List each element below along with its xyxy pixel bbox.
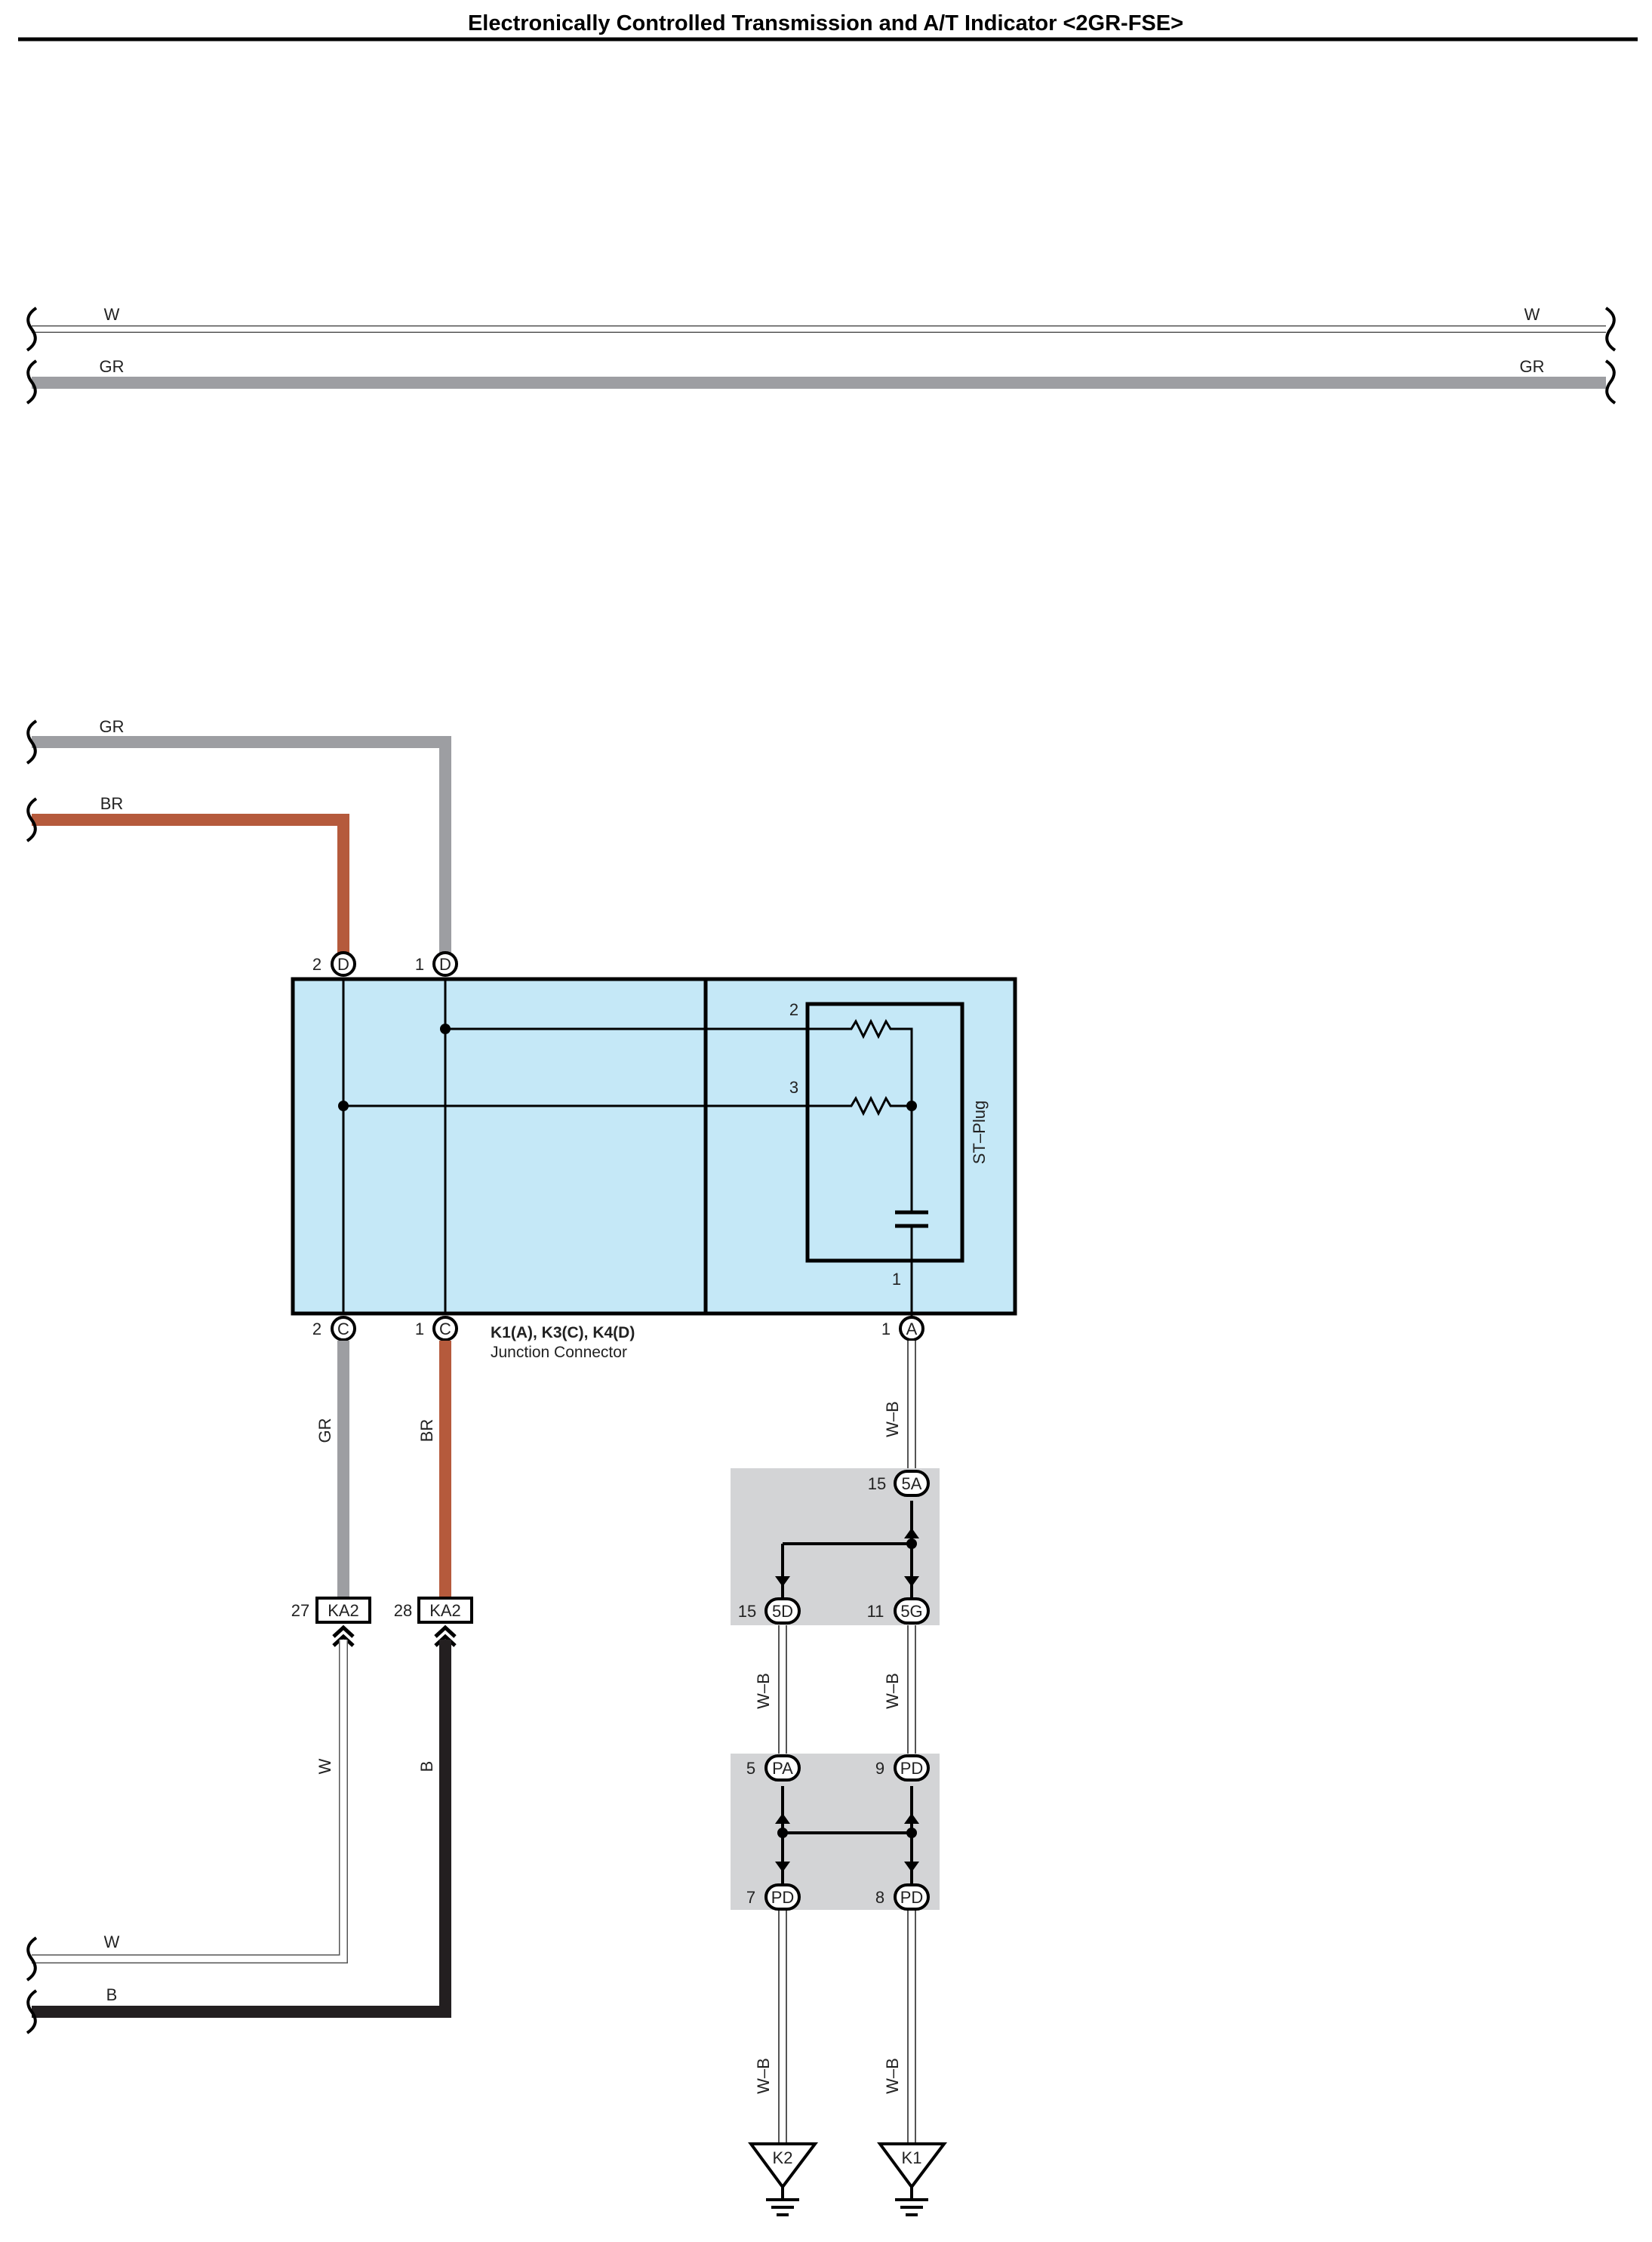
connector-pd-8: PD 8: [875, 1883, 930, 1911]
svg-text:15: 15: [868, 1474, 886, 1493]
connector-ka2-27: KA2 27: [291, 1597, 371, 1647]
svg-text:C: C: [337, 1320, 349, 1338]
junction-connector-name: K1(A), K3(C), K4(D): [491, 1324, 635, 1341]
svg-text:5G: 5G: [900, 1602, 922, 1621]
svg-text:A: A: [906, 1320, 918, 1338]
continuation-mark-b-lower: [26, 1989, 38, 2034]
junction-pin-1c: C 1: [415, 1316, 458, 1341]
wire-label-top-w-left: W: [104, 305, 120, 324]
svg-text:5: 5: [746, 1759, 755, 1778]
wire-label-wb-4: W–B: [754, 2058, 773, 2094]
junction-pin-1d: D 1: [415, 951, 458, 977]
gr-input-wire: [32, 736, 451, 956]
continuation-mark-top-left-2: [26, 359, 38, 405]
st-plug-component: [805, 1002, 964, 1329]
svg-text:PD: PD: [771, 1888, 795, 1907]
svg-text:28: 28: [394, 1601, 412, 1620]
junction-pin-2d: D 2: [312, 951, 356, 977]
svg-text:K2: K2: [773, 2148, 793, 2167]
wire-label-wb-3: W–B: [883, 1673, 902, 1709]
wire-label-br-input: BR: [100, 794, 124, 813]
svg-text:D: D: [337, 955, 349, 974]
svg-text:11: 11: [867, 1602, 884, 1621]
splice-dot: [338, 1101, 349, 1111]
continuation-mark-top-left-1: [26, 306, 38, 352]
st-plug-pin-3: 3: [789, 1078, 798, 1097]
connector-5g: 5G 11: [867, 1597, 930, 1625]
wire-label-br-vertical: BR: [417, 1419, 436, 1443]
continuation-mark-top-right-1: [1604, 306, 1617, 352]
continuation-mark-top-right-2: [1604, 359, 1617, 405]
svg-text:C: C: [439, 1320, 451, 1338]
wire-label-wb-2: W–B: [754, 1673, 773, 1709]
svg-text:5A: 5A: [902, 1474, 922, 1493]
junction-pin-1a: A 1: [881, 1316, 924, 1341]
connector-5a: 5A 15: [868, 1470, 930, 1497]
continuation-mark-w-lower: [26, 1936, 38, 1982]
wire-label-gr-vertical: GR: [315, 1418, 334, 1443]
b-lower-wire: [32, 1640, 451, 2018]
w-lower-wire: [32, 1640, 348, 1963]
ground-k1-icon: K1: [877, 2142, 948, 2216]
svg-text:KA2: KA2: [328, 1601, 359, 1620]
svg-text:7: 7: [746, 1888, 755, 1907]
svg-text:D: D: [439, 955, 451, 974]
connector-5d: 5D 15: [738, 1597, 801, 1625]
br-input-wire: [32, 814, 349, 956]
wire-label-top-gr-right: GR: [1520, 357, 1545, 376]
svg-text:1: 1: [415, 1320, 424, 1338]
junction-pin-2c: C 2: [312, 1316, 356, 1341]
wire-label-wb-5: W–B: [883, 2058, 902, 2094]
diagram-title: Electronically Controlled Transmission a…: [468, 11, 1183, 35]
svg-text:PD: PD: [900, 1888, 924, 1907]
svg-text:KA2: KA2: [429, 1601, 461, 1620]
st-plug-pin-2: 2: [789, 1000, 798, 1019]
wire-label-gr-input: GR: [100, 717, 125, 736]
svg-text:2: 2: [312, 1320, 321, 1338]
splice-dot: [440, 1024, 451, 1034]
wire-label-b-vertical: B: [417, 1761, 436, 1772]
continuation-mark-gr-input: [26, 719, 38, 765]
svg-text:2: 2: [312, 955, 321, 974]
wire-label-top-w-right: W: [1524, 305, 1540, 324]
junction-internal-wiring: [342, 979, 836, 1313]
connector-ka2-28: KA2 28: [394, 1597, 473, 1647]
ground-k2-icon: K2: [748, 2142, 819, 2216]
svg-text:1: 1: [415, 955, 424, 974]
svg-text:1: 1: [881, 1320, 891, 1338]
svg-text:27: 27: [291, 1601, 309, 1620]
svg-text:K1: K1: [902, 2148, 922, 2167]
st-plug-label: ST–Plug: [970, 1101, 989, 1164]
wire-label-wb-1: W–B: [883, 1401, 902, 1437]
svg-text:9: 9: [875, 1759, 884, 1778]
svg-text:PA: PA: [772, 1759, 793, 1778]
connector-pd-7: PD 7: [746, 1883, 801, 1911]
continuation-mark-br-input: [26, 797, 38, 842]
connector-pd-9: PD 9: [875, 1754, 930, 1782]
wire-label-w-lower: W: [104, 1932, 120, 1951]
wire-label-top-gr-left: GR: [100, 357, 125, 376]
wb-wire-segments: [778, 1341, 916, 2144]
svg-text:15: 15: [738, 1602, 756, 1621]
junction-connector-box: [291, 977, 1017, 1316]
wire-label-b-lower: B: [106, 1985, 118, 2004]
svg-text:8: 8: [875, 1888, 884, 1907]
st-plug-pin-1: 1: [892, 1270, 901, 1289]
svg-text:PD: PD: [900, 1759, 924, 1778]
junction-connector-subtitle: Junction Connector: [491, 1344, 627, 1361]
connector-pa: PA 5: [746, 1754, 801, 1782]
wire-label-w-vertical: W: [315, 1758, 334, 1774]
svg-text:5D: 5D: [772, 1602, 793, 1621]
